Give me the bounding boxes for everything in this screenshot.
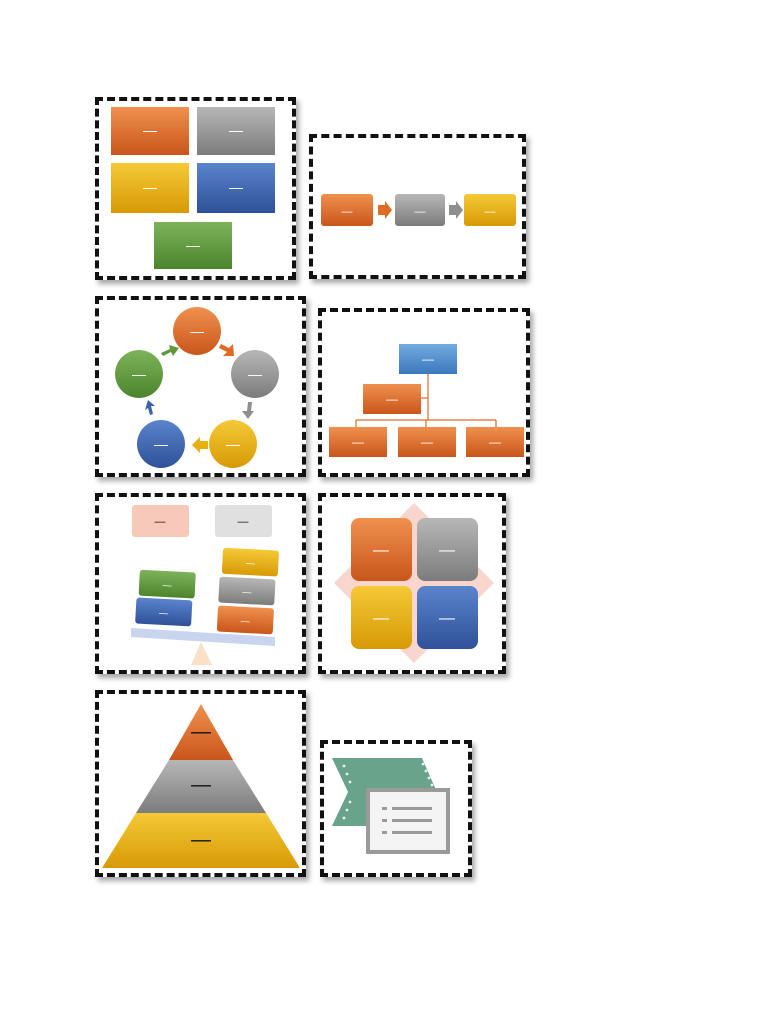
org-node: [329, 427, 387, 457]
org-label: —: [421, 435, 433, 449]
block-list-layout[interactable]: — — — — —: [95, 97, 296, 280]
fulcrum: [191, 642, 212, 665]
pyramid-base: [102, 813, 300, 868]
node-label: —: [226, 436, 240, 452]
cycle-node: [209, 420, 257, 468]
org-node-top: [399, 344, 457, 374]
matrix-layout[interactable]: — — — —: [318, 493, 506, 674]
tier-label: —: [191, 774, 211, 796]
node-label: —: [132, 366, 146, 382]
org-label: —: [422, 352, 434, 366]
item-label: —: [159, 608, 169, 618]
pyramid-middle: [136, 760, 266, 813]
hierarchy-layout[interactable]: — — — — —: [318, 308, 530, 477]
item-label: —: [246, 558, 256, 568]
cell-label: —: [373, 542, 389, 559]
balance-header: [215, 505, 272, 537]
matrix-cell: [417, 586, 478, 649]
balance-beam: [131, 628, 275, 646]
balance-item: [218, 576, 276, 606]
process-step: [321, 194, 373, 226]
block-list-icon: — — — — —: [111, 107, 275, 269]
cycle-icon: — — — — —: [115, 307, 279, 468]
matrix-cell: [351, 586, 412, 649]
block-label: —: [143, 179, 157, 195]
cycle-arrow-icon: [145, 400, 155, 415]
balance-item: [135, 597, 193, 627]
arrow-right-icon: [378, 201, 392, 219]
cell-label: —: [439, 610, 455, 627]
pyramid-top: [169, 704, 233, 760]
org-chart-icon: — — — — —: [329, 344, 524, 457]
item-label: —: [241, 616, 251, 626]
arrow-right-icon: [449, 201, 463, 219]
process-step: [395, 194, 445, 226]
balance-scale-icon: — — — — — — —: [131, 505, 279, 665]
cycle-node: [137, 420, 185, 468]
org-label: —: [352, 435, 364, 449]
gold-block: [111, 163, 189, 213]
step-label: —: [485, 206, 496, 218]
org-label: —: [489, 435, 501, 449]
block-label: —: [143, 122, 157, 138]
list-picture-icon: [332, 758, 450, 854]
green-block: [154, 222, 232, 269]
process-arrows-icon: — — —: [321, 194, 516, 226]
matrix-cell: [351, 518, 412, 581]
item-label: —: [162, 580, 172, 590]
picture-layout[interactable]: [320, 740, 472, 877]
header-label: —: [238, 516, 249, 528]
cell-label: —: [439, 542, 455, 559]
balance-layout[interactable]: — — — — — — —: [95, 493, 306, 674]
pyramid-icon: — — —: [102, 704, 300, 868]
balance-item: [216, 605, 274, 635]
block-label: —: [229, 179, 243, 195]
balance-header: [132, 505, 189, 537]
process-step: [464, 194, 516, 226]
cycle-arrow-icon: [242, 402, 254, 419]
basic-process-layout[interactable]: — — —: [309, 134, 526, 279]
cycle-arrow-icon: [192, 437, 208, 453]
block-label: —: [229, 122, 243, 138]
cycle-node: [173, 307, 221, 355]
step-label: —: [342, 206, 353, 218]
tier-label: —: [191, 829, 211, 851]
basic-cycle-layout[interactable]: — — — — —: [95, 296, 306, 477]
balance-item: [221, 547, 279, 577]
org-label: —: [386, 392, 398, 406]
block-label: —: [186, 237, 200, 253]
matrix-cell: [417, 518, 478, 581]
pyramid-layout[interactable]: — — —: [95, 690, 306, 877]
cycle-node: [115, 350, 163, 398]
node-label: —: [248, 366, 262, 382]
document-lines-icon: [382, 807, 432, 834]
org-node: [466, 427, 524, 457]
gray-block: [197, 107, 275, 155]
cell-label: —: [373, 610, 389, 627]
node-label: —: [154, 436, 168, 452]
org-node: [398, 427, 456, 457]
cycle-node: [231, 350, 279, 398]
step-label: —: [415, 206, 426, 218]
balance-item: [138, 569, 196, 599]
blue-block: [197, 163, 275, 213]
cycle-arrow-icon: [161, 345, 179, 356]
item-label: —: [242, 587, 252, 597]
org-node-assistant: [363, 384, 421, 414]
matrix-icon: — — — —: [334, 503, 494, 663]
cycle-arrow-icon: [219, 344, 234, 356]
node-label: —: [190, 323, 204, 339]
tier-label: —: [191, 721, 211, 743]
header-label: —: [155, 516, 166, 528]
orange-block: [111, 107, 189, 155]
